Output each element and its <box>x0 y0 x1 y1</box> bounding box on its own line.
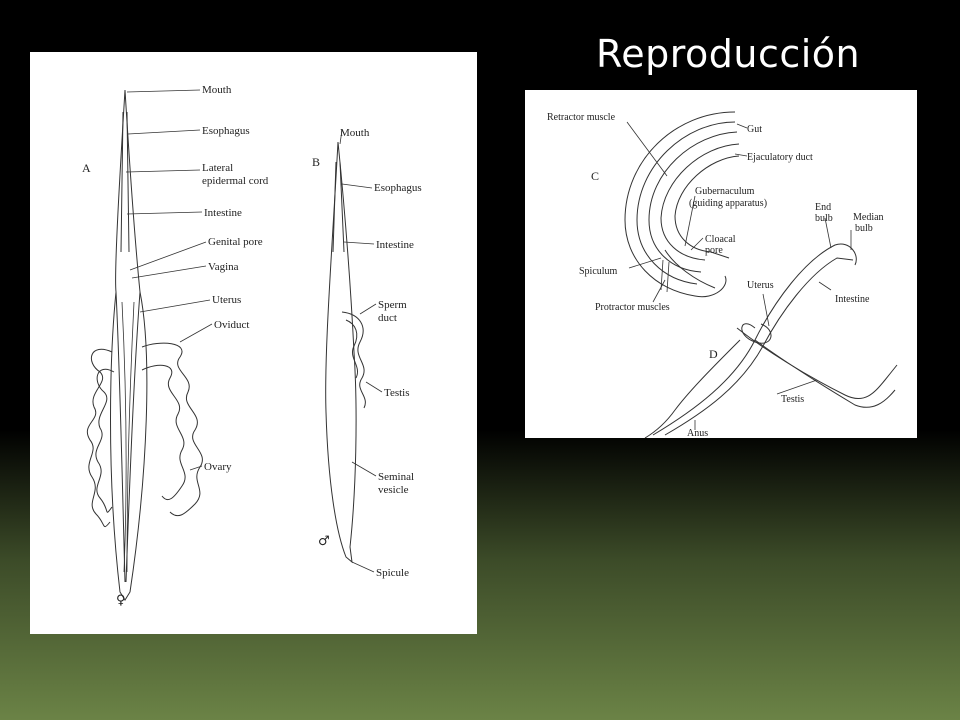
nematode-anatomy-panel: A B ♀ ♂ Mouth Esophagus Lateral epiderma… <box>30 52 477 634</box>
label-retractor-muscle: Retractor muscle <box>547 112 616 123</box>
label-lateral: Lateral <box>202 162 233 174</box>
label-duct: duct <box>378 312 397 324</box>
label-mouth-female: Mouth <box>202 84 232 96</box>
label-intestine-female: Intestine <box>204 207 242 219</box>
label-mouth-male: Mouth <box>340 127 370 139</box>
label-spicule: Spicule <box>376 567 409 579</box>
female-worm-drawing <box>87 89 203 601</box>
male-symbol: ♂ <box>318 534 330 549</box>
label-ejaculatory-duct: Ejaculatory duct <box>747 152 813 163</box>
label-vesicle: vesicle <box>378 484 409 496</box>
label-esophagus-female: Esophagus <box>202 125 250 137</box>
label-testis-d: Testis <box>781 394 804 405</box>
male-worm-drawing <box>325 141 366 564</box>
label-intestine-d: Intestine <box>835 294 870 305</box>
label-median-bulb: bulb <box>855 223 873 234</box>
label-pore: pore <box>705 245 723 256</box>
label-oviduct: Oviduct <box>214 319 249 331</box>
label-uterus-d: Uterus <box>747 280 774 291</box>
label-end: End <box>815 202 831 213</box>
nematode-anatomy-diagram: A B ♀ ♂ Mouth Esophagus Lateral epiderma… <box>82 84 422 608</box>
label-cloacal: Cloacal <box>705 234 736 245</box>
label-spiculum: Spiculum <box>579 266 618 277</box>
label-protractor-muscles: Protractor muscles <box>595 302 670 313</box>
panel-letter-b: B <box>312 155 320 169</box>
slide-title: Reproducción <box>596 32 861 76</box>
label-epidermal-cord: epidermal cord <box>202 175 269 187</box>
label-anus: Anus <box>687 428 708 438</box>
label-testis-male: Testis <box>384 387 410 399</box>
mating-worms-drawing <box>644 243 898 438</box>
label-gut: Gut <box>747 124 762 135</box>
label-end-bulb: bulb <box>815 213 833 224</box>
copulation-detail-diagram: C Retractor muscle Gut Ejaculatory duct … <box>547 111 898 438</box>
label-genital-pore: Genital pore <box>208 236 263 248</box>
female-symbol: ♀ <box>116 593 126 608</box>
label-esophagus-male: Esophagus <box>374 182 422 194</box>
label-uterus: Uterus <box>212 294 241 306</box>
label-gubernaculum: Gubernaculum <box>695 186 755 197</box>
label-median: Median <box>853 212 884 223</box>
label-sperm: Sperm <box>378 299 407 311</box>
label-guiding-apparatus: (guiding apparatus) <box>689 198 767 209</box>
panel-letter-a: A <box>82 161 91 175</box>
panel-letter-d: D <box>709 347 718 361</box>
label-vagina: Vagina <box>208 261 239 273</box>
copulation-detail-panel: C Retractor muscle Gut Ejaculatory duct … <box>525 90 917 438</box>
male-tail-drawing <box>624 111 740 298</box>
label-ovary: Ovary <box>204 461 232 473</box>
label-intestine-male: Intestine <box>376 239 414 251</box>
panel-letter-c: C <box>591 169 599 183</box>
label-seminal: Seminal <box>378 471 414 483</box>
